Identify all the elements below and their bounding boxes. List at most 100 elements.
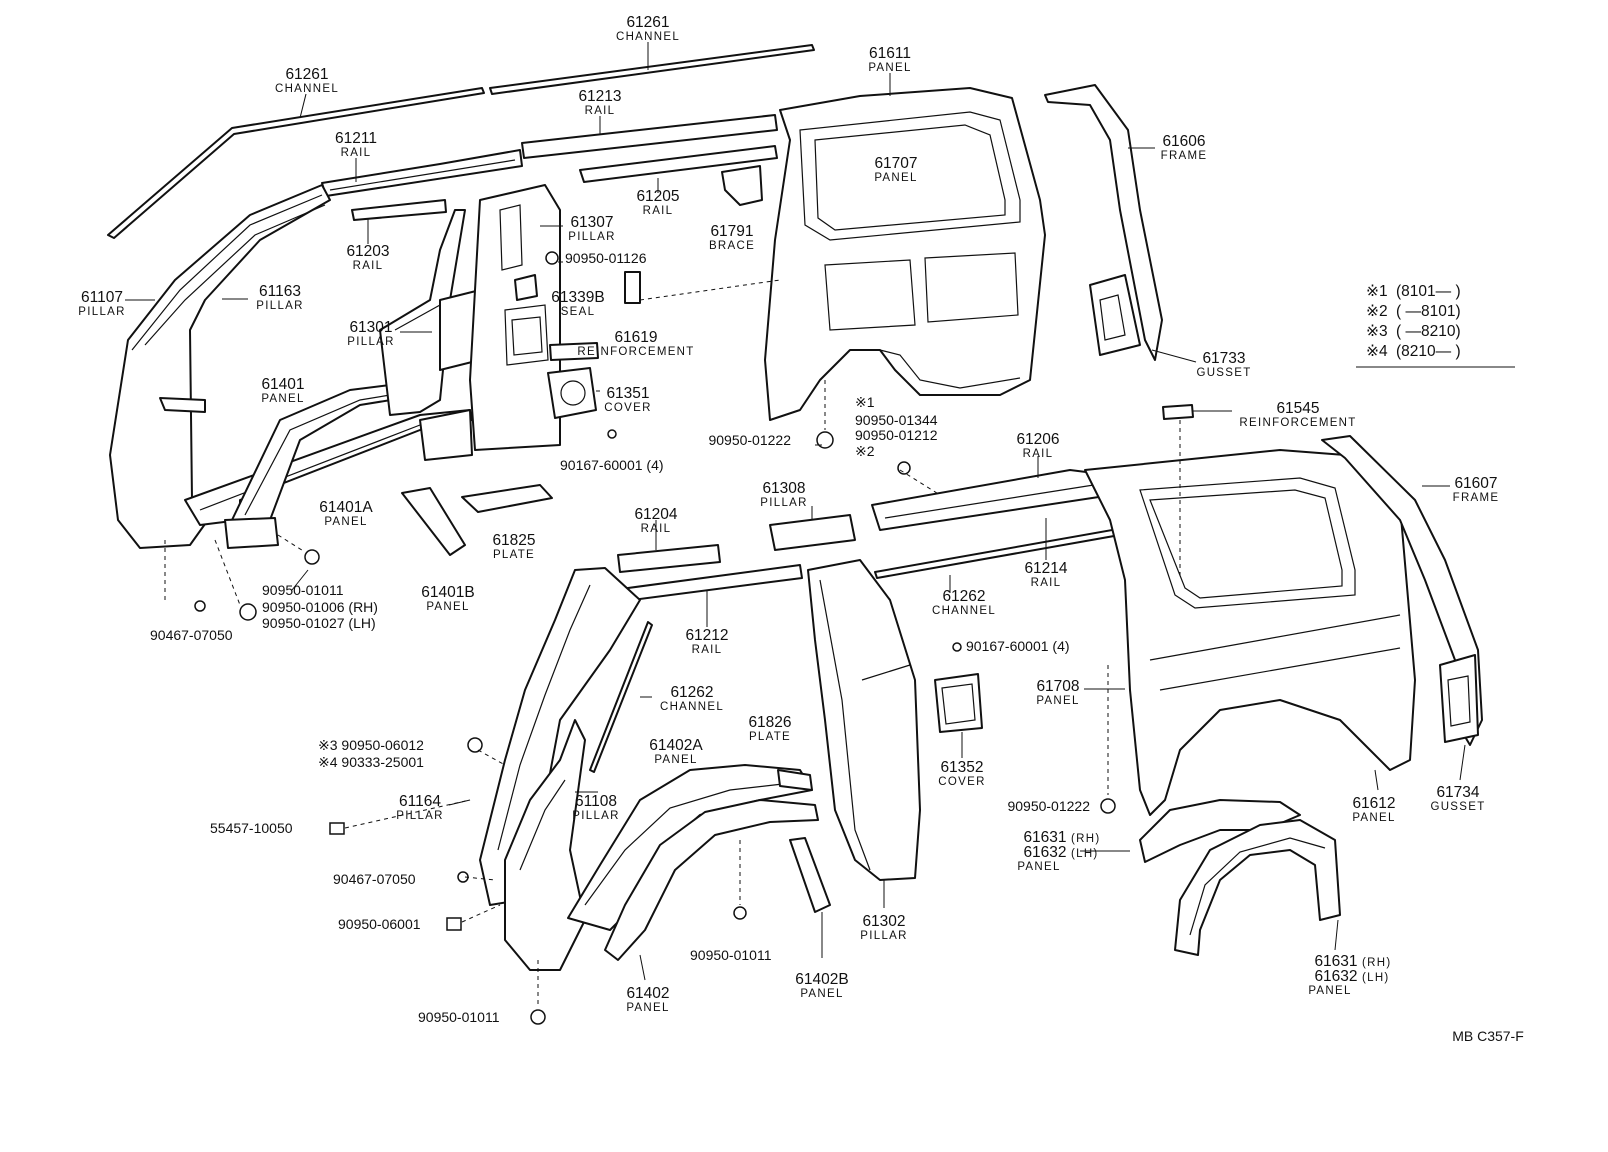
fastener-part-number: 55457-10050 <box>210 820 293 836</box>
part-name: PILLAR <box>568 231 615 243</box>
part-number: 61203 <box>346 243 389 260</box>
brace-61791-drawing <box>721 165 763 206</box>
legend-range: (8101— ) <box>1396 283 1461 300</box>
fastener-part-number: ※1 <box>855 394 875 410</box>
legend-mark: ※1 <box>1366 283 1388 300</box>
part-number: 61262 <box>942 588 985 605</box>
part-name: PILLAR <box>256 300 303 312</box>
diagram-code: MB C357-F <box>1452 1028 1524 1044</box>
part-name: PILLAR <box>347 336 394 348</box>
part-name: RAIL <box>692 644 723 656</box>
part-number: 61632 <box>1023 844 1066 861</box>
part-name: FRAME <box>1453 492 1500 504</box>
legend-mark: ※3 <box>1366 323 1388 340</box>
part-number: 61619 <box>614 329 657 346</box>
part-name: RAIL <box>643 205 674 217</box>
channel-61261-left-strip <box>107 87 485 239</box>
part-name: RAIL <box>341 147 372 159</box>
part-name: COVER <box>604 402 651 414</box>
date-code-legend: ※1(8101— )※2( —8101)※3( —8210)※4(8210— ) <box>1366 283 1461 360</box>
wheel-housing-lower-drawing <box>1174 819 1341 956</box>
part-number: 61308 <box>762 480 805 497</box>
legend-range: ( —8101) <box>1396 303 1461 320</box>
part-name: RAIL <box>353 260 384 272</box>
part-name: PANEL <box>261 393 304 405</box>
part-number: 61212 <box>685 627 728 644</box>
part-name: PANEL <box>654 754 697 766</box>
part-labels: 61261CHANNEL61261CHANNEL61611PANEL61213R… <box>78 14 1500 1014</box>
part-name: SEAL <box>561 306 596 318</box>
part-name: PILLAR <box>396 810 443 822</box>
part-name: BRACE <box>709 240 755 252</box>
rail-61203-drawing <box>351 199 447 221</box>
part-number: 61164 <box>399 793 441 810</box>
gusset-61733-drawing <box>1089 274 1141 356</box>
part-number: 61261 <box>626 14 669 31</box>
part-name: GUSSET <box>1196 367 1251 379</box>
part-number: 61606 <box>1162 133 1205 150</box>
fastener-part-number: ※2 <box>855 443 875 459</box>
part-name: RAIL <box>585 105 616 117</box>
part-name: PLATE <box>749 731 791 743</box>
fastener-part-number: 90467-07050 <box>150 627 233 643</box>
fastener-part-number: 90950-01011 <box>262 582 344 598</box>
fastener-part-number: 90950-01011 <box>690 947 772 963</box>
part-number: 61632 <box>1314 968 1357 985</box>
part-number: 61206 <box>1016 431 1059 448</box>
part-name: RAIL <box>1023 448 1054 460</box>
rail-61206-drawing <box>871 469 1113 531</box>
part-number: 61302 <box>862 913 905 930</box>
part-number: 61213 <box>578 88 621 105</box>
part-name: PLATE <box>493 549 535 561</box>
part-illustrations <box>107 44 1483 1025</box>
gusset-61734-drawing <box>1439 654 1479 743</box>
panel-61402-drawing <box>604 799 819 961</box>
part-name: PILLAR <box>78 306 125 318</box>
part-number: 61707 <box>874 155 917 172</box>
part-name: REINFORCEMENT <box>1239 417 1356 429</box>
part-number: 61631 <box>1023 829 1066 846</box>
part-number: 61214 <box>1024 560 1067 577</box>
part-number: 61261 <box>285 66 328 83</box>
side-tag: (LH) <box>1071 848 1099 860</box>
fastener-part-number: ※4 90333-25001 <box>318 754 424 770</box>
pillar-61302-drawing <box>807 559 921 881</box>
rail-61204-drawing <box>617 544 721 573</box>
paired-part-label-61631b: 61631(RH)61632(LH)PANEL <box>1308 953 1390 997</box>
side-tag: (RH) <box>1071 833 1100 845</box>
fastener-part-number: 90467-07050 <box>333 871 416 887</box>
part-name: PILLAR <box>860 930 907 942</box>
channel-61262-short-strip <box>589 621 653 773</box>
part-name: PANEL <box>1017 861 1060 873</box>
part-number: 61545 <box>1276 400 1319 417</box>
fastener-part-number: 90950-01344 <box>855 412 938 428</box>
part-name: PANEL <box>1308 985 1351 997</box>
panel-61612-drawing <box>1084 449 1416 816</box>
panel-61611-drawing <box>764 87 1046 421</box>
